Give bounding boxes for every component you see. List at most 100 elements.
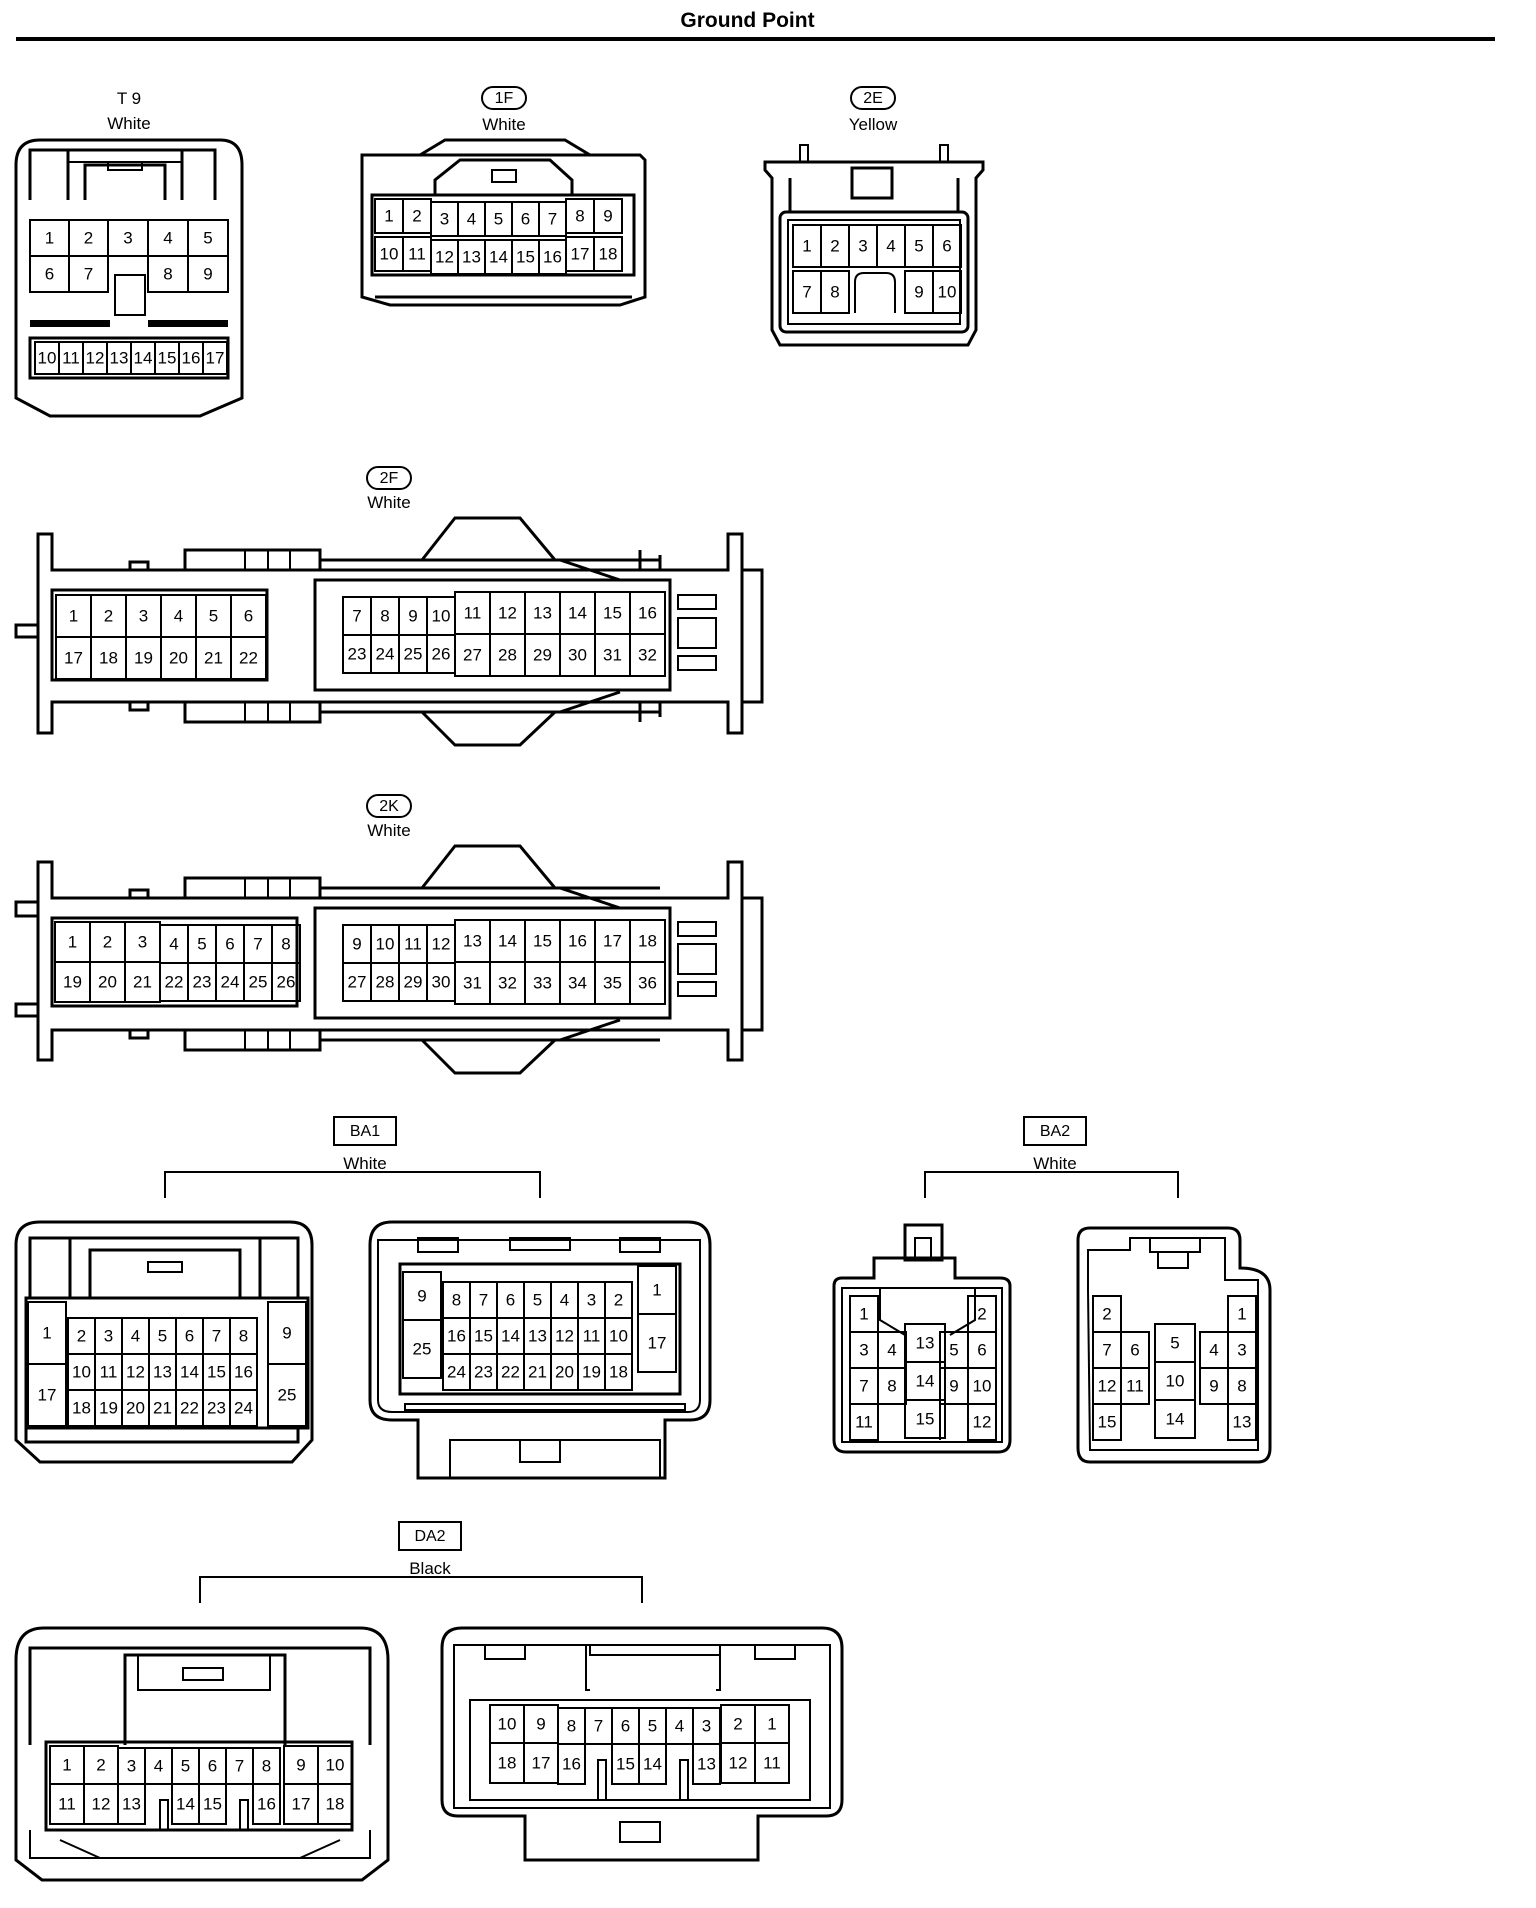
pin-cavity: 2: [720, 1704, 756, 1744]
pin-cavity: 6: [175, 1317, 204, 1355]
pin-cavity: 2: [83, 1745, 119, 1785]
pin-cavity: 26: [271, 962, 301, 1002]
pin-number: 26: [432, 644, 451, 663]
pin-number: 9: [914, 282, 923, 301]
pin-number: 15: [207, 1362, 226, 1381]
pin-cavity: 28: [370, 962, 400, 1002]
pin-number: 31: [603, 645, 622, 664]
pin-cavity: 7: [225, 1747, 254, 1785]
pin-cavity: 11: [754, 1742, 790, 1784]
pin-number: 4: [467, 209, 476, 228]
pin-number: 6: [244, 606, 253, 625]
pin-cavity: 12: [967, 1403, 997, 1441]
pin-number: 6: [942, 236, 951, 255]
pin-cavity: 9: [398, 596, 428, 636]
pin-cavity: 26: [426, 634, 456, 674]
pin-cavity: 12: [430, 239, 459, 275]
pin-cavity: 11: [849, 1403, 879, 1441]
pin-cavity: 21: [195, 636, 232, 680]
pin-cavity: 4: [457, 201, 486, 237]
pin-cavity: 21: [124, 961, 161, 1003]
pin-number: 13: [122, 1794, 141, 1813]
pin-cavity: 8: [1227, 1367, 1257, 1405]
connector-color: White: [343, 1154, 386, 1173]
pin-number: 13: [916, 1333, 935, 1352]
pin-number: 8: [262, 1756, 271, 1775]
connector-code: 2F: [380, 470, 399, 487]
pin-cavity: 12: [720, 1742, 756, 1784]
pin-cavity: 1: [374, 198, 404, 234]
pin-number: 23: [207, 1398, 226, 1417]
pin-number: 2: [96, 1755, 105, 1774]
pin-number: 19: [63, 972, 82, 991]
pin-number: 21: [133, 972, 152, 991]
pin-number: 1: [1237, 1304, 1246, 1323]
pin-cavity: 24: [442, 1353, 471, 1391]
pin-cavity: 9: [904, 270, 934, 314]
pin-number: 32: [498, 973, 517, 992]
pin-cavity: 20: [160, 636, 197, 680]
pin-cavity: 24: [229, 1389, 258, 1427]
pin-cavity: 24: [215, 962, 245, 1002]
pin-cavity: 17: [27, 1363, 67, 1427]
pin-number: 8: [887, 1376, 896, 1395]
pin-number: 5: [209, 606, 218, 625]
pin-number: 15: [616, 1754, 635, 1773]
pin-cavity: 5: [1154, 1323, 1196, 1363]
pin-cavity: 6: [932, 224, 962, 268]
pin-cavity: 15: [904, 1399, 946, 1439]
pin-number: 1: [767, 1714, 776, 1733]
pin-number: 13: [697, 1754, 716, 1773]
pin-number: 5: [914, 236, 923, 255]
pin-cavity: 7: [849, 1367, 879, 1405]
pin-cavity: 18: [593, 236, 623, 272]
pin-cavity: 1: [792, 224, 822, 268]
pin-number: 16: [257, 1794, 276, 1813]
pin-cavity: 13: [524, 591, 561, 635]
pin-cavity: 4: [550, 1281, 579, 1319]
pin-cavity: 8: [877, 1367, 907, 1405]
pin-number: 1: [68, 932, 77, 951]
pin-number: 28: [376, 972, 395, 991]
pin-number: 6: [521, 209, 530, 228]
pin-number: 14: [498, 931, 517, 950]
pin-cavity: 10: [604, 1317, 633, 1355]
pin-number: 10: [376, 934, 395, 953]
pin-number: 16: [638, 603, 657, 622]
pin-number: 3: [104, 1326, 113, 1345]
connector-color: White: [482, 115, 525, 134]
pin-number: 16: [447, 1326, 466, 1345]
pin-number: 4: [675, 1716, 684, 1735]
pin-number: 7: [235, 1756, 244, 1775]
pin-number: 17: [38, 1385, 57, 1404]
pin-cavity: 5: [171, 1747, 200, 1785]
connector-code: 2E: [863, 90, 883, 107]
pin-number: 13: [528, 1326, 547, 1345]
pin-number: 5: [203, 228, 212, 247]
pin-number: 3: [702, 1716, 711, 1735]
pin-cavity: 9: [523, 1704, 559, 1744]
pin-number: 2: [104, 606, 113, 625]
pin-cavity: 7: [68, 255, 109, 293]
pin-number: 15: [916, 1409, 935, 1428]
pin-number: 20: [555, 1362, 574, 1381]
pin-number: 1: [384, 206, 393, 225]
pin-cavity: 10: [317, 1745, 353, 1785]
pin-number: 22: [239, 648, 258, 667]
pin-cavity: 14: [559, 591, 596, 635]
pin-cavity: 18: [629, 919, 666, 963]
pin-number: 28: [498, 645, 517, 664]
pin-cavity: 17: [202, 341, 228, 375]
pin-cavity: 14: [175, 1353, 204, 1391]
connector-code: 2K: [379, 798, 399, 815]
pin-cavity: 8: [442, 1281, 471, 1319]
pin-cavity: 6: [1120, 1331, 1150, 1369]
connector-color: Yellow: [849, 115, 898, 134]
pin-cavity: 15: [511, 239, 540, 275]
pin-number: 14: [568, 603, 587, 622]
pin-number: 8: [281, 934, 290, 953]
pin-number: 9: [1209, 1376, 1218, 1395]
pin-cavity: 36: [629, 961, 666, 1005]
